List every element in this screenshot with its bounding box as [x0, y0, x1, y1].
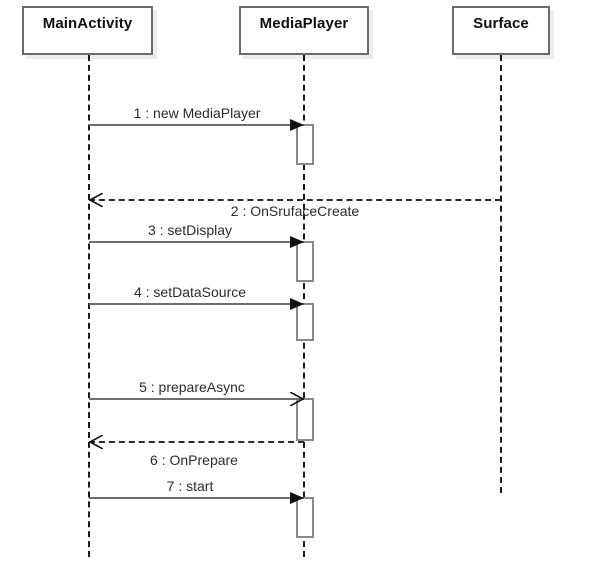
activation-bar [296, 398, 314, 441]
participant-label: MainActivity [42, 15, 133, 32]
activation-bar [296, 124, 314, 165]
message-label: 3 : setDisplay [147, 222, 233, 238]
activation-bar [296, 303, 314, 341]
participant-mainactivity[interactable]: MainActivity [22, 6, 153, 55]
open-arrowhead-icon [289, 391, 305, 407]
message-line [89, 497, 304, 499]
message-label: 7 : start [166, 478, 214, 494]
message-line [89, 398, 304, 400]
participant-surface[interactable]: Surface [452, 6, 550, 55]
message-line [89, 199, 501, 201]
message-label: 6 : OnPrepare [150, 452, 238, 468]
message-line [89, 441, 304, 443]
participant-label: MediaPlayer [259, 15, 349, 32]
message-line [89, 303, 304, 305]
filled-arrowhead-icon [290, 118, 304, 132]
message-line [89, 241, 304, 243]
message-label: 5 : prepareAsync [139, 379, 245, 395]
filled-arrowhead-icon [290, 297, 304, 311]
message-line [89, 124, 304, 126]
participant-label: Surface [473, 15, 529, 32]
message-label: 2 : OnSrufaceCreate [230, 203, 360, 219]
filled-arrowhead-icon [290, 491, 304, 505]
open-arrowhead-icon [88, 192, 104, 208]
message-label: 4 : setDataSource [133, 284, 247, 300]
activation-bar [296, 497, 314, 538]
lifeline-surface [500, 55, 502, 493]
lifeline-mainactivity [88, 55, 90, 557]
open-arrowhead-icon [88, 434, 104, 450]
filled-arrowhead-icon [290, 235, 304, 249]
activation-bar [296, 241, 314, 282]
message-label: 1 : new MediaPlayer [133, 105, 261, 121]
participant-mediaplayer[interactable]: MediaPlayer [239, 6, 369, 55]
